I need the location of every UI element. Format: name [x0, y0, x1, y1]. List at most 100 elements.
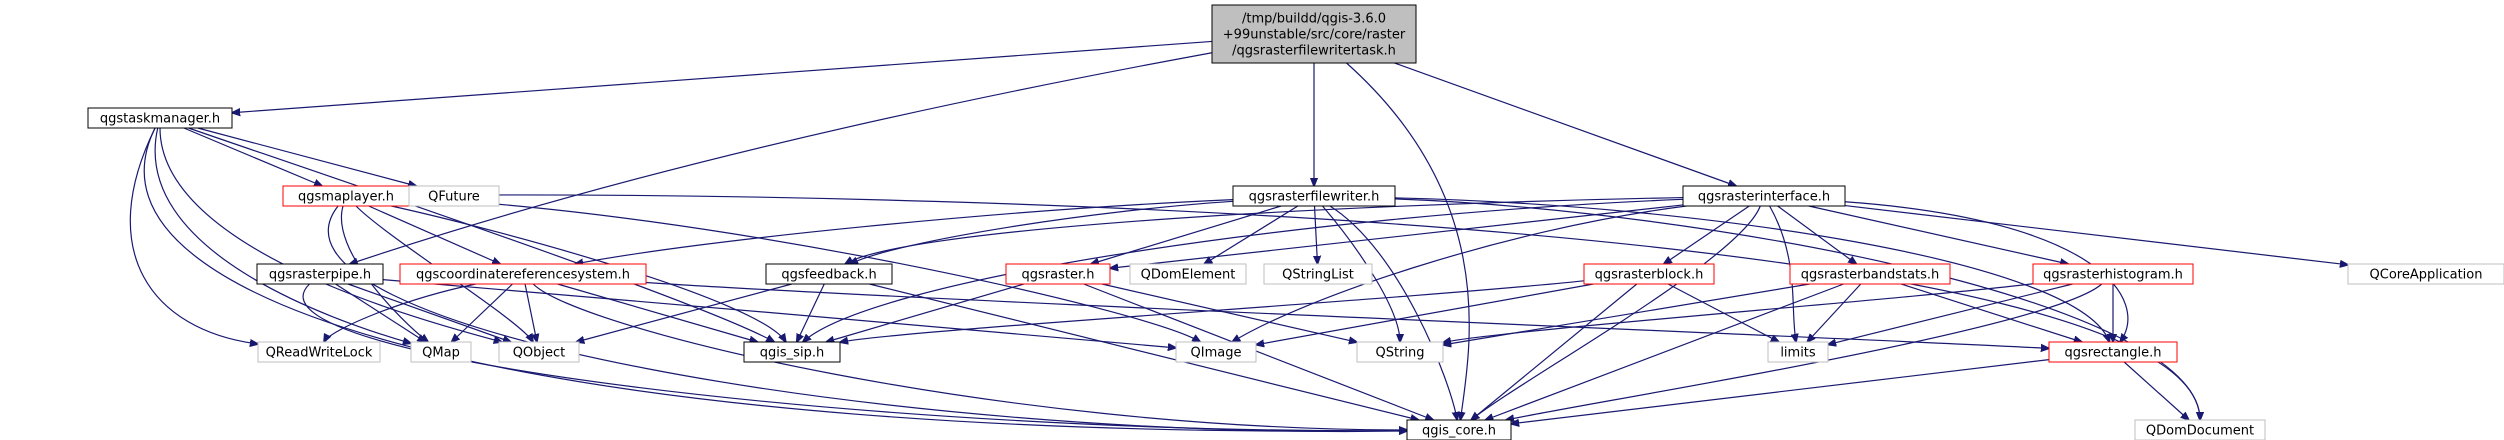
edge-rasterfilewriter-to-qstringlist — [1315, 205, 1318, 264]
edge-root-to-rasterpipe — [350, 52, 1213, 264]
node-histogram[interactable]: qgsrasterhistogram.h — [2032, 263, 2194, 285]
node-taskmanager-label: qgstaskmanager.h — [100, 112, 220, 127]
node-histogram-box — [2032, 263, 2194, 285]
node-rasterblock[interactable]: qgsrasterblock.h — [1583, 263, 1715, 285]
edge-bandstats-to-limits — [1807, 283, 1862, 342]
node-taskmanager-box — [87, 107, 233, 129]
node-bandstats-box — [1789, 263, 1951, 285]
node-root-label: /tmp/buildd/qgis-3.6.0 — [1242, 12, 1386, 27]
node-qdomdocument: QDomDocument — [2134, 419, 2266, 440]
node-qgiscore[interactable]: qgis_core.h — [1406, 419, 1512, 440]
node-rasterfilewriter[interactable]: qgsrasterfilewriter.h — [1232, 185, 1396, 207]
node-taskmanager[interactable]: qgstaskmanager.h — [87, 107, 233, 129]
node-qdomelement: QDomElement — [1129, 263, 1247, 285]
edge-maplayer-to-qgiscore — [328, 205, 1407, 431]
edge-taskmanager-to-qfuture — [197, 127, 417, 186]
node-crs[interactable]: qgscoordinatereferencesystem.h — [399, 263, 647, 285]
node-raster-label: qgsraster.h — [1022, 268, 1095, 283]
edge-rasterfilewriter-to-rectangle — [1394, 197, 2109, 342]
node-qobject-box — [498, 341, 580, 363]
edge-crs-to-qgiscore — [532, 283, 1407, 430]
node-bandstats[interactable]: qgsrasterbandstats.h — [1789, 263, 1951, 285]
node-rectangle[interactable]: qgsrectangle.h — [2048, 341, 2178, 363]
node-rasterpipe-box — [256, 263, 384, 285]
edge-crs-to-qreadwritelock — [324, 283, 476, 342]
node-qreadwritelock-label: QReadWriteLock — [266, 346, 373, 361]
node-rasterinterface[interactable]: qgsrasterinterface.h — [1682, 185, 1846, 207]
node-qdomdocument-box — [2134, 419, 2266, 440]
edge-rasterpipe-to-qimage — [382, 279, 1176, 348]
edges — [129, 40, 2348, 431]
edge-rasterinterface-to-qcoreapp — [1844, 204, 2348, 265]
edge-raster-to-qgiscore — [1083, 283, 1434, 420]
edge-crs-to-qgissip — [557, 283, 757, 342]
edge-taskmanager-to-maplayer — [183, 127, 322, 186]
node-qimage-label: QImage — [1191, 346, 1242, 361]
node-qreadwritelock-box — [257, 341, 381, 363]
node-rectangle-box — [2048, 341, 2178, 363]
edge-root-to-qgiscore — [1346, 62, 1470, 420]
node-raster[interactable]: qgsraster.h — [1005, 263, 1111, 285]
node-qreadwritelock: QReadWriteLock — [257, 341, 381, 363]
node-crs-label: qgscoordinatereferencesystem.h — [416, 268, 630, 283]
node-qmap-box — [410, 341, 472, 363]
node-limits: limits — [1767, 341, 1829, 363]
node-qmap-label: QMap — [422, 346, 460, 361]
edge-rasterpipe-to-qobject — [347, 283, 511, 342]
node-feedback-box — [765, 263, 893, 285]
node-limits-box — [1767, 341, 1829, 363]
edge-taskmanager-to-qmap — [154, 127, 411, 343]
edge-crs-to-rectangle — [645, 281, 2049, 348]
node-qimage-box — [1175, 341, 1257, 363]
node-qfuture-box — [408, 185, 500, 207]
edge-taskmanager-to-qreadwritelock — [129, 127, 258, 344]
edge-feedback-to-qgissip — [797, 283, 825, 342]
edge-rasterpipe-to-qgiscore — [302, 283, 1407, 431]
node-qcoreapp: QCoreApplication — [2347, 263, 2504, 285]
node-qfuture: QFuture — [408, 185, 500, 207]
node-maplayer[interactable]: qgsmaplayer.h — [282, 185, 410, 207]
edge-rasterinterface-to-rectangle — [1844, 201, 2128, 342]
edge-rasterfilewriter-to-feedback — [850, 200, 1234, 264]
node-root-label: /qgsrasterfilewritertask.h — [1232, 44, 1396, 59]
node-rasterpipe[interactable]: qgsrasterpipe.h — [256, 263, 384, 285]
edge-taskmanager-to-qobject — [159, 127, 502, 342]
node-qcoreapp-label: QCoreApplication — [2370, 268, 2483, 283]
node-qobject-label: QObject — [513, 346, 566, 361]
node-raster-box — [1005, 263, 1111, 285]
edge-root-to-rasterinterface — [1394, 62, 1737, 186]
edge-rasterinterface-to-raster — [1110, 204, 1684, 268]
node-maplayer-label: qgsmaplayer.h — [298, 190, 394, 205]
node-qgiscore-label: qgis_core.h — [1422, 424, 1496, 439]
node-limits-label: limits — [1780, 346, 1816, 361]
node-qstring-box — [1356, 341, 1444, 363]
node-qdomdocument-label: QDomDocument — [2146, 424, 2254, 439]
edge-rasterfilewriter-to-qstring — [1322, 205, 1400, 342]
edge-crs-to-qobject — [524, 283, 537, 342]
node-qstringlist-label: QStringList — [1282, 268, 1354, 283]
node-feedback[interactable]: qgsfeedback.h — [765, 263, 893, 285]
node-qstringlist-box — [1263, 263, 1373, 285]
node-rasterblock-box — [1583, 263, 1715, 285]
node-qobject: QObject — [498, 341, 580, 363]
node-qdomelement-label: QDomElement — [1141, 268, 1236, 283]
nodes: /tmp/buildd/qgis-3.6.0+99unstable/src/co… — [87, 4, 2504, 440]
edge-rasterblock-to-qgiscore — [1471, 283, 1638, 420]
node-qgissip-label: qgis_sip.h — [760, 346, 824, 361]
edge-rasterinterface-to-qgissip — [803, 198, 1684, 342]
edge-maplayer-to-qimage — [408, 197, 1200, 342]
edge-rasterblock-to-qgissip — [840, 280, 1585, 342]
node-qgissip[interactable]: qgis_sip.h — [743, 341, 841, 363]
node-root-label: +99unstable/src/core/raster — [1223, 28, 1406, 43]
edge-feedback-to-qobject — [576, 283, 792, 342]
node-qstring: QString — [1356, 341, 1444, 363]
node-qfuture-label: QFuture — [428, 190, 480, 205]
node-root[interactable]: /tmp/buildd/qgis-3.6.0+99unstable/src/co… — [1211, 4, 1417, 64]
edge-rasterinterface-to-rasterblock — [1664, 205, 1750, 264]
node-qcoreapp-box — [2347, 263, 2504, 285]
node-rasterinterface-box — [1682, 185, 1846, 207]
edge-rasterinterface-to-qgiscore — [1471, 205, 1761, 420]
edge-bandstats-to-qgiscore — [1485, 283, 1844, 420]
node-rasterfilewriter-box — [1232, 185, 1396, 207]
